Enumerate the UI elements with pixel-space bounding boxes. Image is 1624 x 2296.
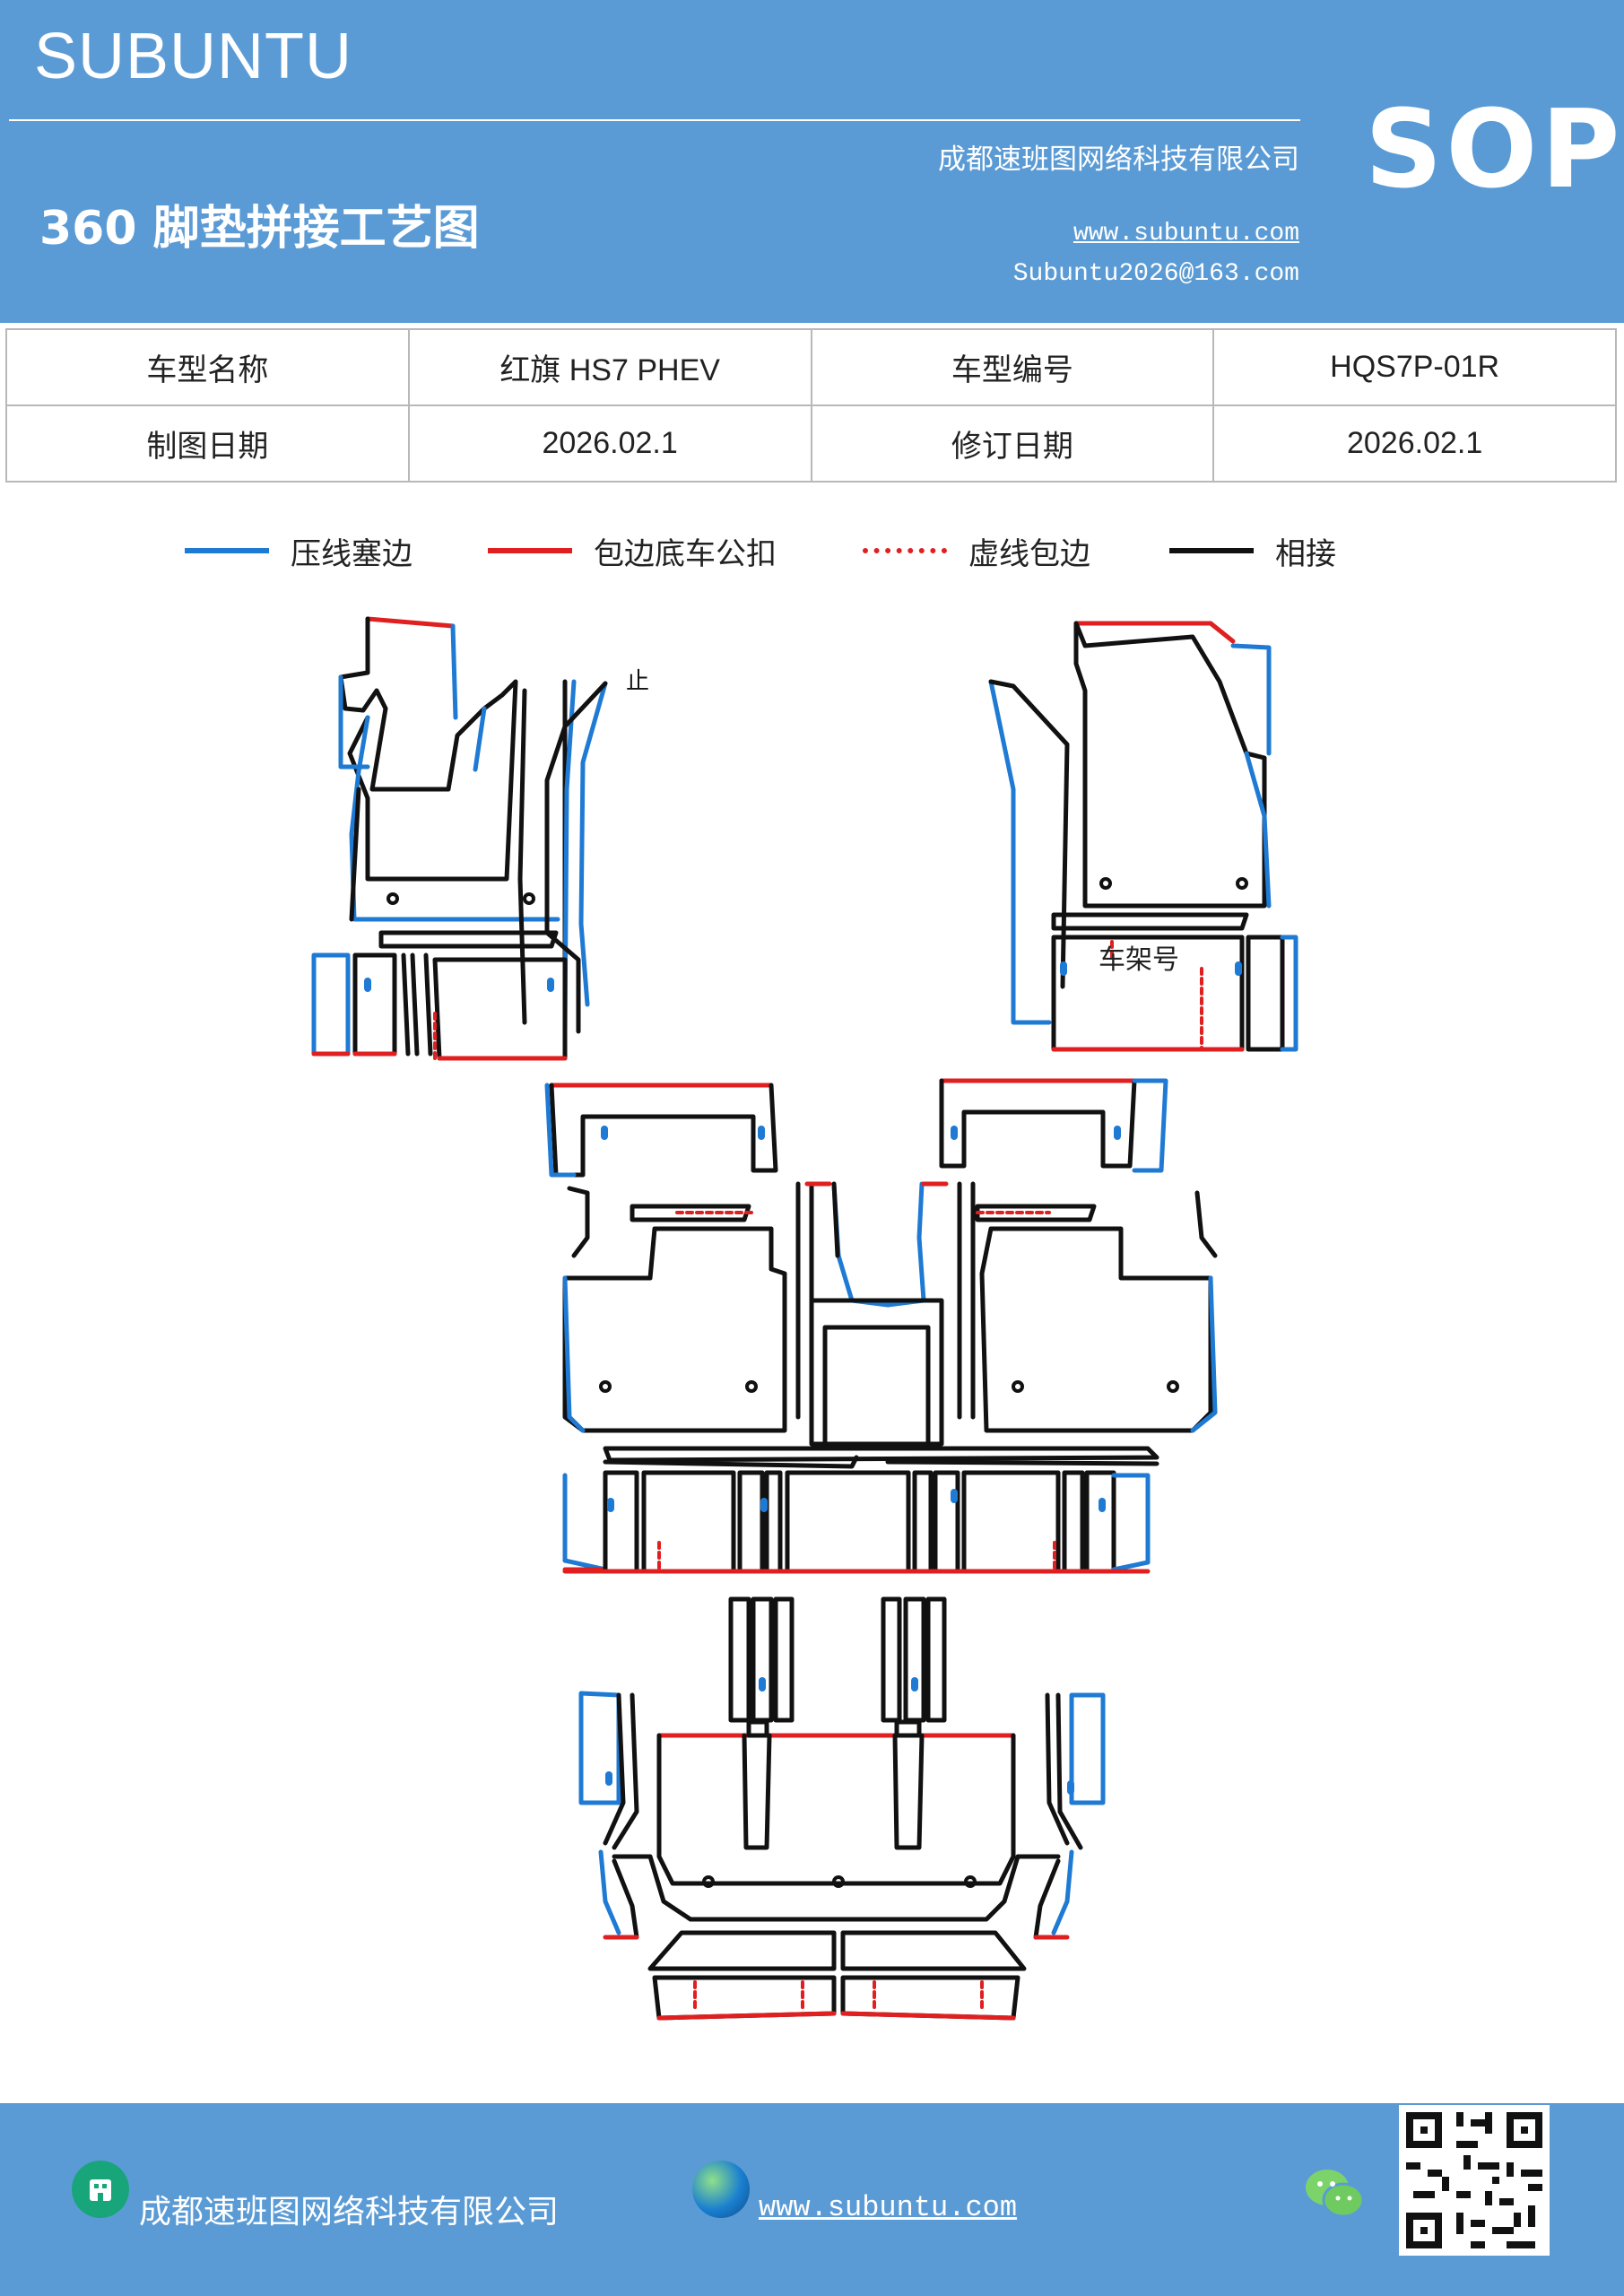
legend-item: 包边底车公扣 [488,524,777,578]
page-title: 360 脚垫拼接工艺图 [39,202,480,256]
driver-front-lower-pieces [311,952,568,1061]
building-icon [72,2161,129,2218]
model-code-value: HQS7P-01R [1212,328,1617,406]
vehicle-info-table: 车型名称 红旗 HS7 PHEV 车型编号 HQS7P-01R 制图日期 202… [5,328,1617,483]
brand-name: SUBUNTU [34,21,353,92]
legend-item: 虚线包边 [863,524,1090,578]
model-name-label: 车型名称 [5,328,410,406]
legend-label: 相接 [1275,535,1336,572]
wechat-icon[interactable] [1302,2166,1367,2220]
legend-label: 虚线包边 [968,535,1090,572]
footer-banner: 成都速班图网络科技有限公司 www.subuntu.com [0,2103,1624,2296]
second-row-mats [544,1078,1218,1574]
passenger-front-mat: 车架号 [988,621,1298,1052]
globe-icon [692,2161,750,2218]
qr-code[interactable] [1399,2105,1550,2256]
header-company: 成都速班图网络科技有限公司 [938,144,1299,176]
header-website-link[interactable]: www.subuntu.com [1073,220,1299,248]
header-divider [9,119,1300,121]
legend: 压线塞边 包边底车公扣 虚线包边 相接 [0,524,1624,578]
sop-badge: SOP [1365,88,1624,213]
revise-date-value: 2026.02.1 [1212,404,1617,483]
table-row: 制图日期 2026.02.1 修订日期 2026.02.1 [5,404,1617,483]
legend-red-line [488,548,572,553]
table-row: 车型名称 红旗 HS7 PHEV 车型编号 HQS7P-01R [5,328,1617,406]
legend-black-line [1169,548,1254,553]
footer-company: 成都速班图网络科技有限公司 [139,2194,560,2231]
legend-label: 包边底车公扣 [594,535,777,572]
floor-mat-diagram: 止 [311,616,1298,2021]
legend-blue-line [185,548,269,553]
legend-label: 压线塞边 [291,535,413,572]
header-banner: SUBUNTU 360 脚垫拼接工艺图 成都速班图网络科技有限公司 www.su… [0,0,1624,323]
legend-red-dashed-line [863,548,947,553]
legend-item: 相接 [1169,524,1336,578]
draw-date-label: 制图日期 [5,404,410,483]
header-email[interactable]: Subuntu2026@163.com [1012,260,1299,288]
draw-date-value: 2026.02.1 [407,404,812,483]
legend-item: 压线塞边 [185,524,413,578]
model-name-value: 红旗 HS7 PHEV [407,328,812,406]
footer-website-link[interactable]: www.subuntu.com [759,2191,1018,2224]
model-code-label: 车型编号 [810,328,1215,406]
driver-front-mat: 止 [338,616,649,1034]
revise-date-label: 修订日期 [810,404,1215,483]
stop-mark: 止 [626,668,649,695]
third-row-mats [578,1596,1106,2021]
vin-label: 车架号 [1099,944,1179,976]
